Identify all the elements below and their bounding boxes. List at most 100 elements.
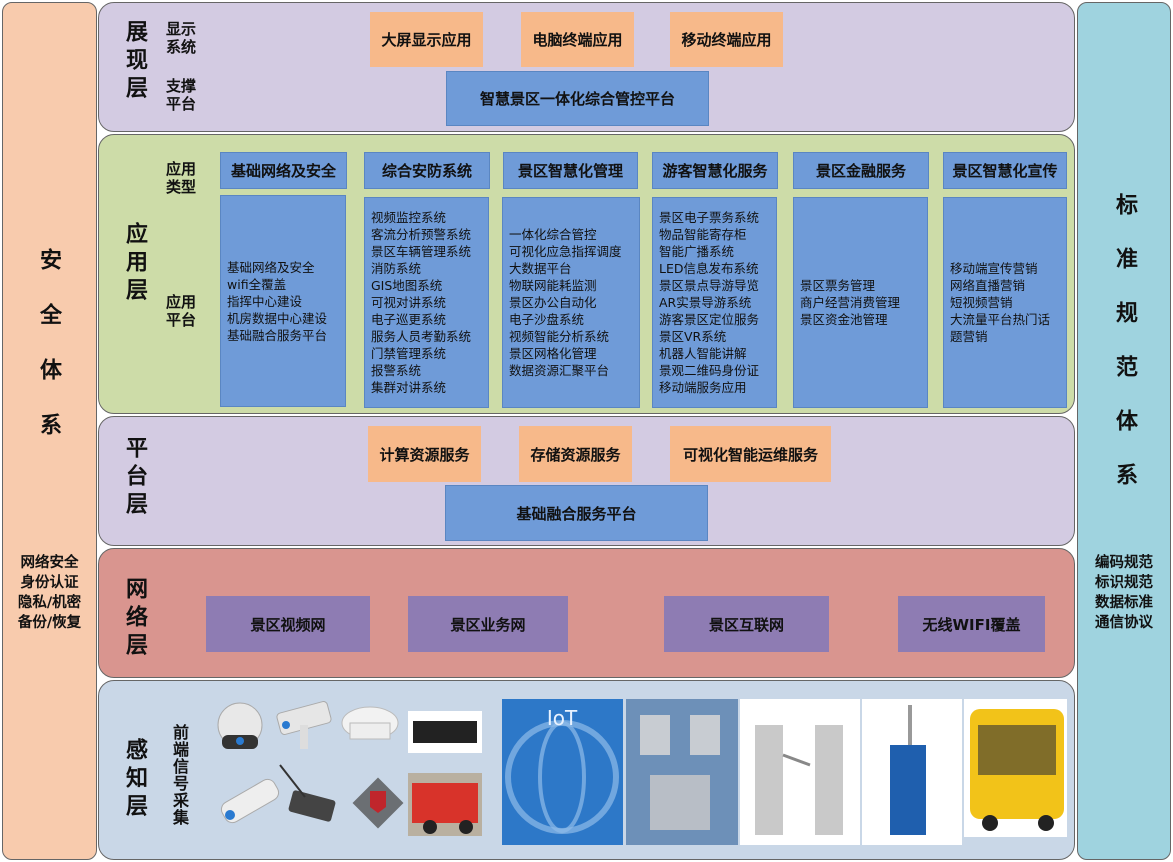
app-header-promotion: 景区智慧化宣传 bbox=[943, 152, 1067, 189]
security-item: 隐私/机密 bbox=[17, 595, 82, 611]
app-list-item: 消防系统 bbox=[371, 261, 422, 276]
security-item: 备份/恢复 bbox=[17, 615, 82, 631]
standards-item: 编码规范 bbox=[1095, 555, 1153, 571]
smoke-detector-icon bbox=[341, 706, 399, 740]
app-list-item: LED信息发布系统 bbox=[659, 261, 759, 276]
app-list-item: 指挥中心建设 bbox=[227, 293, 303, 309]
business-network-box: 景区业务网 bbox=[408, 596, 568, 652]
tour-bus-image bbox=[964, 699, 1067, 837]
ops-service-box: 可视化智能运维服务 bbox=[670, 426, 831, 482]
app-list-item: 报警系统 bbox=[371, 363, 422, 378]
security-item: 网络安全 bbox=[20, 555, 79, 571]
app-list-item: 景区车辆管理系统 bbox=[371, 244, 472, 259]
standards-column: 标准规范体系 编码规范 标识规范 数据标准 通信协议 bbox=[1077, 2, 1171, 860]
app-list-item: 基础融合服务平台 bbox=[227, 327, 328, 343]
standards-title: 标准规范体系 bbox=[1112, 193, 1138, 517]
app-list-item: GIS地图系统 bbox=[371, 278, 443, 293]
application-layer-title: 应用层 bbox=[122, 222, 148, 306]
standards-item: 数据标准 bbox=[1095, 595, 1153, 611]
standards-item: 通信协议 bbox=[1095, 615, 1153, 631]
tube-camera-icon bbox=[220, 778, 280, 824]
app-list-item: 大数据平台 bbox=[509, 261, 572, 276]
app-list-item: 景区网格化管理 bbox=[509, 346, 597, 361]
standards-item: 标识规范 bbox=[1095, 575, 1153, 591]
storage-service-box: 存储资源服务 bbox=[519, 426, 632, 482]
front-end-signal-label: 前端信号采集 bbox=[170, 724, 189, 826]
internet-box: 景区互联网 bbox=[664, 596, 829, 652]
fire-vehicle-icon bbox=[408, 773, 482, 836]
app-header-finance: 景区金融服务 bbox=[793, 152, 929, 189]
device-images: IoT bbox=[217, 699, 1067, 845]
ticket-machine-image bbox=[862, 699, 962, 845]
security-system-column: 安全体系 网络安全 身份认证 隐私/机密 备份/恢复 bbox=[2, 2, 97, 860]
app-list-item: 游客景区定位服务 bbox=[659, 312, 760, 327]
app-list-item: 移动端服务应用 bbox=[659, 380, 747, 395]
app-list-item: 机器人智能讲解 bbox=[659, 346, 747, 361]
app-list-item: 视频监控系统 bbox=[371, 210, 447, 225]
app-list-item: 景区景点导游导览 bbox=[659, 278, 760, 293]
display-system-label: 显示系统 bbox=[166, 20, 197, 56]
application-platform-label: 应用平台 bbox=[166, 293, 197, 329]
bullet-camera-icon bbox=[276, 701, 332, 749]
app-list-item: 一体化综合管控 bbox=[509, 227, 597, 242]
wifi-coverage-box: 无线WIFI覆盖 bbox=[898, 596, 1045, 652]
app-list-item: 移动端宣传营销 bbox=[950, 261, 1038, 276]
app-list-smart-management: 一体化综合管控可视化应急指挥调度大数据平台物联网能耗监测景区办公自动化电子沙盘系… bbox=[502, 197, 640, 408]
app-list-item: 物品智能寄存柜 bbox=[659, 227, 747, 242]
app-list-item: 客流分析预警系统 bbox=[371, 227, 472, 242]
app-header-smart-management: 景区智慧化管理 bbox=[503, 152, 638, 189]
iot-label: IoT bbox=[547, 706, 578, 730]
security-system-title: 安全体系 bbox=[36, 248, 62, 468]
dome-camera-icon bbox=[217, 702, 263, 749]
iot-image: IoT bbox=[502, 699, 623, 845]
video-network-box: 景区视频网 bbox=[206, 596, 370, 652]
app-list-item: 门禁管理系统 bbox=[371, 346, 447, 361]
pc-terminal-app-box: 电脑终端应用 bbox=[521, 12, 634, 67]
app-list-item: 网络直播营销 bbox=[950, 278, 1026, 293]
app-list-item: 可视对讲系统 bbox=[371, 295, 447, 310]
app-list-security: 视频监控系统客流分析预警系统景区车辆管理系统消防系统 GIS地图系统可视对讲系统电… bbox=[364, 197, 489, 408]
app-list-item: 智能广播系统 bbox=[659, 244, 735, 259]
app-list-item: 短视频营销 bbox=[950, 295, 1013, 310]
presentation-layer-title: 展现层 bbox=[122, 20, 148, 104]
app-list-item: 景区票务管理 bbox=[800, 278, 876, 293]
app-list-item: 基础网络及安全 bbox=[227, 259, 315, 275]
app-header-visitor-service: 游客智慧化服务 bbox=[652, 152, 778, 189]
platform-layer-title: 平台层 bbox=[122, 436, 148, 520]
app-list-item: 景区VR系统 bbox=[659, 329, 727, 344]
app-list-item: 景区办公自动化 bbox=[509, 295, 597, 310]
integrated-control-platform-box: 智慧景区一体化综合管控平台 bbox=[446, 71, 709, 126]
app-list-item: 视频智能分析系统 bbox=[509, 329, 610, 344]
app-list-item: 景区资金池管理 bbox=[800, 312, 888, 327]
app-list-item: 服务人员考勤系统 bbox=[371, 329, 472, 344]
app-list-item: 题营销 bbox=[950, 329, 988, 344]
app-list-item: 数据资源汇聚平台 bbox=[509, 363, 610, 378]
perception-layer-title: 感知层 bbox=[122, 738, 148, 822]
app-list-visitor-service: 景区电子票务系统物品智能寄存柜智能广播系统 LED信息发布系统景区景点导游导览 AR… bbox=[652, 197, 777, 408]
network-box-icon bbox=[408, 711, 482, 753]
app-list-finance: 景区票务管理商户经营消费管理景区资金池管理 bbox=[793, 197, 928, 408]
speaker-horns-image bbox=[626, 699, 738, 845]
app-list-item: 可视化应急指挥调度 bbox=[509, 244, 622, 259]
turnstile-image bbox=[740, 699, 860, 845]
app-list-item: 电子沙盘系统 bbox=[509, 312, 585, 327]
app-list-item: 景区电子票务系统 bbox=[659, 210, 760, 225]
support-platform-label: 支撑平台 bbox=[166, 77, 197, 113]
intercom-icon bbox=[279, 764, 336, 822]
compute-service-box: 计算资源服务 bbox=[368, 426, 481, 482]
app-list-item: 物联网能耗监测 bbox=[509, 278, 597, 293]
app-list-item: wifi全覆盖 bbox=[227, 276, 287, 292]
app-list-item: 大流量平台热门话 bbox=[950, 312, 1051, 327]
network-layer-title: 网络层 bbox=[122, 577, 148, 661]
big-screen-app-box: 大屏显示应用 bbox=[370, 12, 483, 67]
app-header-network-security: 基础网络及安全 bbox=[220, 152, 347, 189]
app-list-item: AR实景导游系统 bbox=[659, 295, 752, 310]
app-list-item: 景观二维码身份证 bbox=[659, 363, 760, 378]
mobile-terminal-app-box: 移动终端应用 bbox=[670, 12, 783, 67]
base-service-platform-box: 基础融合服务平台 bbox=[445, 485, 708, 541]
app-list-item: 电子巡更系统 bbox=[371, 312, 447, 327]
alarm-icon bbox=[352, 777, 404, 829]
app-list-item: 商户经营消费管理 bbox=[800, 295, 901, 310]
app-list-promotion: 移动端宣传营销网络直播营销短视频营销大流量平台热门话题营销 bbox=[943, 197, 1067, 408]
